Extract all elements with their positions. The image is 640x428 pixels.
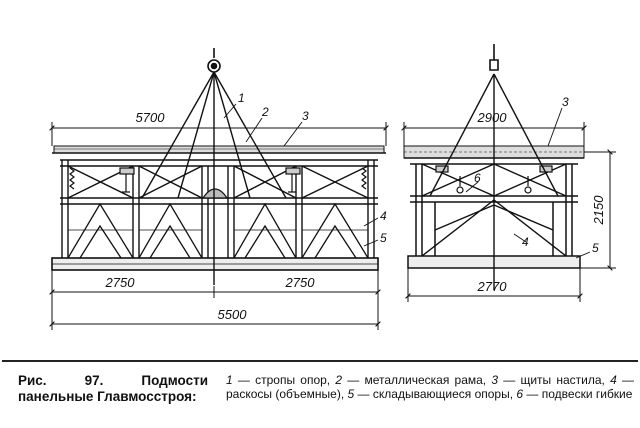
legend-item: 6 — подвески гибкие	[516, 387, 633, 401]
legend-item: 5 — складывающиеся опоры,	[347, 387, 517, 401]
side-hook-icon	[489, 44, 499, 71]
callout-2: 2	[261, 105, 269, 119]
caption-title: Рис. 97. Подмости панельные Главмосстроя…	[18, 373, 208, 404]
front-posts	[61, 160, 375, 258]
front-deck	[52, 145, 386, 154]
callout-3: 3	[302, 109, 309, 123]
dimension-labels: 5700 2750 2750 5500 2900 2770 2150	[105, 110, 606, 322]
callout-numbers: 1 2 3 4 5 3 6 4 5	[238, 91, 599, 255]
callout-1: 1	[238, 91, 245, 105]
dim-2750-left: 2750	[105, 275, 136, 290]
front-lower-braces	[67, 202, 369, 259]
side-slings	[429, 73, 559, 290]
front-slings	[141, 71, 287, 285]
caption-legend: 1 — стропы опор, 2 — металлическая рама,…	[226, 373, 634, 401]
dim-2770: 2770	[477, 279, 508, 294]
dim-2750-right: 2750	[285, 275, 316, 290]
callout-4: 4	[380, 209, 387, 223]
legend-item: 1 — стропы опор,	[226, 373, 336, 387]
legend-item: 4 — раскосы (объемные),	[226, 373, 634, 401]
side-callout-4: 4	[522, 235, 529, 249]
side-view	[403, 44, 585, 290]
side-callout-5: 5	[592, 241, 599, 255]
dim-5700: 5700	[136, 110, 166, 125]
figure-divider	[2, 360, 638, 362]
dim-5500: 5500	[218, 307, 248, 322]
dim-2150: 2150	[591, 195, 606, 226]
callout-5: 5	[380, 231, 387, 245]
dimension-lines	[49, 122, 616, 330]
side-callout-3: 3	[562, 95, 569, 109]
legend-item: 3 — щиты настила,	[491, 373, 611, 387]
legend-item: 2 — металлическая рама,	[335, 373, 492, 387]
side-callout-6: 6	[474, 171, 481, 185]
scaffold-drawing: 5700 2750 2750 5500 2900 2770 2150 1 2 3…	[49, 44, 616, 330]
front-base	[51, 257, 379, 271]
front-supports	[69, 167, 367, 193]
callout-leaders	[223, 103, 591, 259]
front-center-node	[201, 188, 229, 199]
dim-2900: 2900	[477, 110, 508, 125]
front-hook-icon	[207, 48, 221, 73]
figure-caption: Рис. 97. Подмости панельные Главмосстроя…	[18, 373, 634, 425]
front-view	[51, 48, 386, 285]
